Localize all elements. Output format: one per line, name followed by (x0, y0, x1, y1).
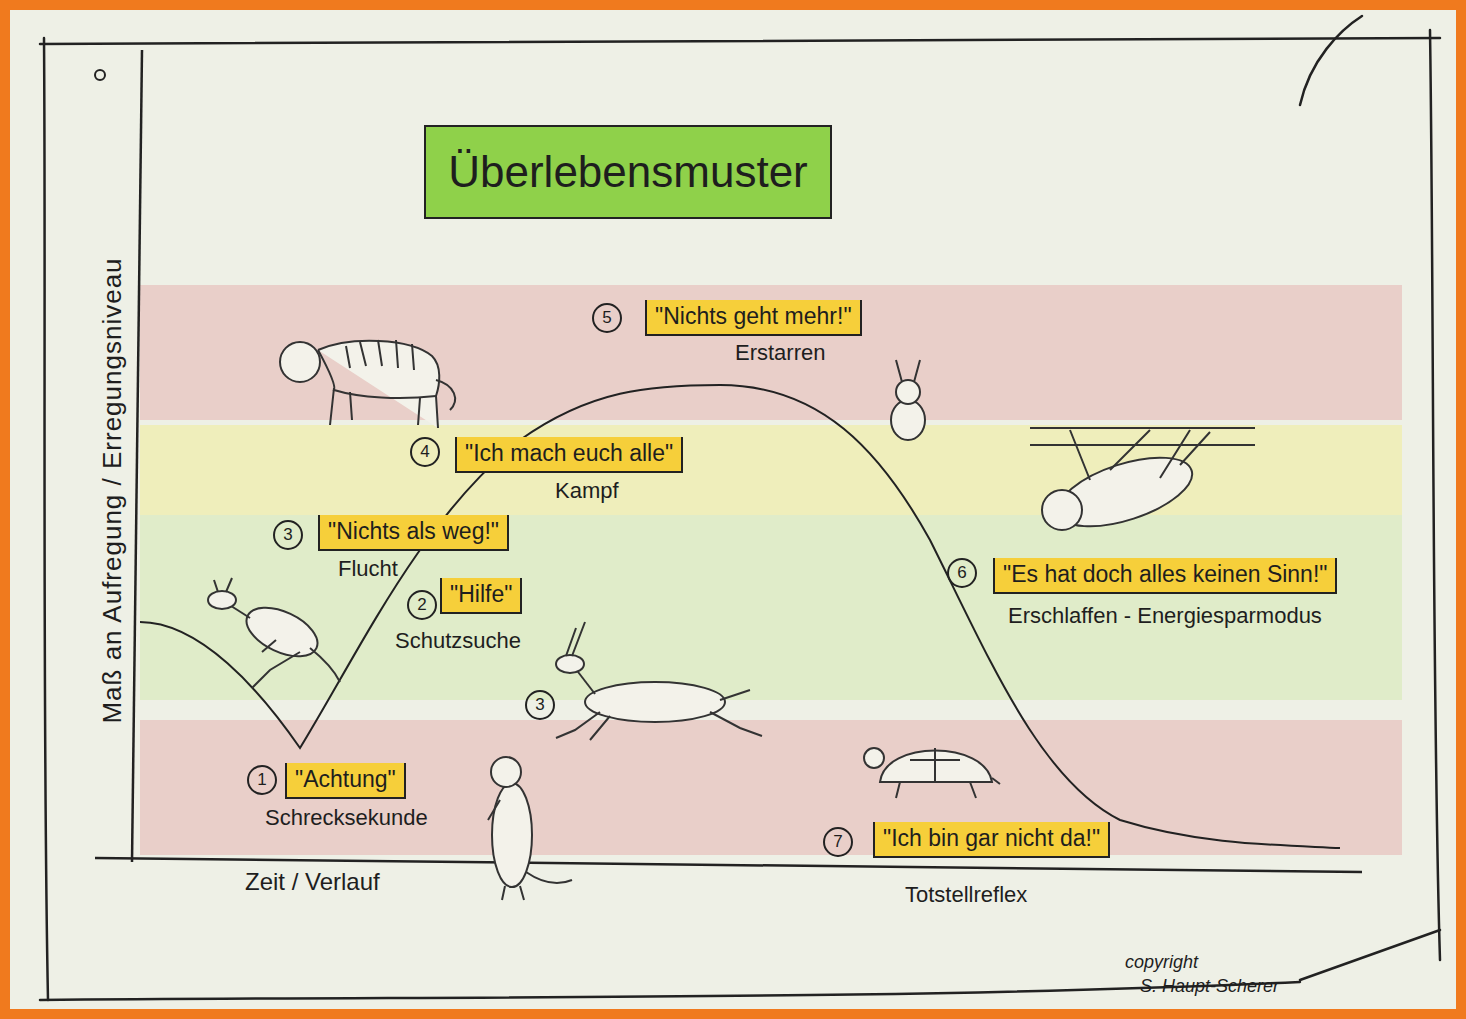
stage-name: Totstellreflex (905, 882, 1027, 908)
stage-name: Erschlaffen - Energiesparmodus (1008, 603, 1322, 629)
quote-text: "Achtung" (285, 763, 406, 799)
callout-number: 2 (407, 590, 437, 620)
stage-name: Flucht (338, 556, 398, 582)
arousal-bands (140, 285, 1402, 855)
stage-box: "Achtung"Schrecksekunde (285, 763, 406, 799)
stage-name: Schutzsuche (395, 628, 521, 654)
meerkat-drawing (488, 757, 572, 900)
quote-text: "Nichts geht mehr!" (645, 300, 862, 336)
stage-name: Schrecksekunde (265, 805, 428, 831)
turtle-drawing (864, 748, 1000, 798)
copyright-note: S. Haupt-Scherer (1140, 976, 1279, 997)
axis-label: Zeit / Verlauf (245, 868, 380, 896)
stage-name: Erstarren (735, 340, 825, 366)
gazelle-drawing (556, 622, 762, 740)
rabbit-drawing (891, 360, 925, 440)
stage-box: "Nichts als weg!"Flucht (318, 515, 509, 551)
quote-text: "Hilfe" (440, 578, 522, 614)
callout-number: 6 (947, 558, 977, 588)
stage-box: "Nichts geht mehr!"Erstarren (645, 300, 862, 336)
stage-box: "Es hat doch alles keinen Sinn!"Erschlaf… (993, 558, 1337, 594)
title-box: Überlebensmuster (424, 125, 832, 219)
quote-text: "Es hat doch alles keinen Sinn!" (993, 558, 1337, 594)
tiger-drawing (280, 340, 455, 428)
axes (95, 50, 1362, 872)
callout-number: 7 (823, 827, 853, 857)
sloth-drawing (1030, 428, 1255, 540)
quote-text: "Ich bin gar nicht da!" (873, 822, 1110, 858)
page-border (5, 5, 1461, 1014)
dot (95, 70, 105, 80)
quote-text: "Ich mach euch alle" (455, 437, 683, 473)
frame (40, 16, 1440, 1000)
callout-number: 3 (525, 690, 555, 720)
stage-name: Kampf (555, 478, 619, 504)
callout-number: 4 (410, 437, 440, 467)
stage-box: "Ich bin gar nicht da!"Totstellreflex (873, 822, 1110, 858)
stage-box: "Ich mach euch alle"Kampf (455, 437, 683, 473)
stage-box: "Hilfe"Schutzsuche (440, 578, 522, 614)
callout-number: 3 (273, 520, 303, 550)
axis-label: Maß an Aufregung / Erregungsniveau (97, 257, 128, 723)
copyright-note: copyright (1125, 952, 1198, 973)
callout-number: 5 (592, 303, 622, 333)
quote-text: "Nichts als weg!" (318, 515, 509, 551)
callout-number: 1 (247, 765, 277, 795)
kangaroo-drawing (208, 578, 340, 688)
arousal-curve (140, 385, 1340, 848)
